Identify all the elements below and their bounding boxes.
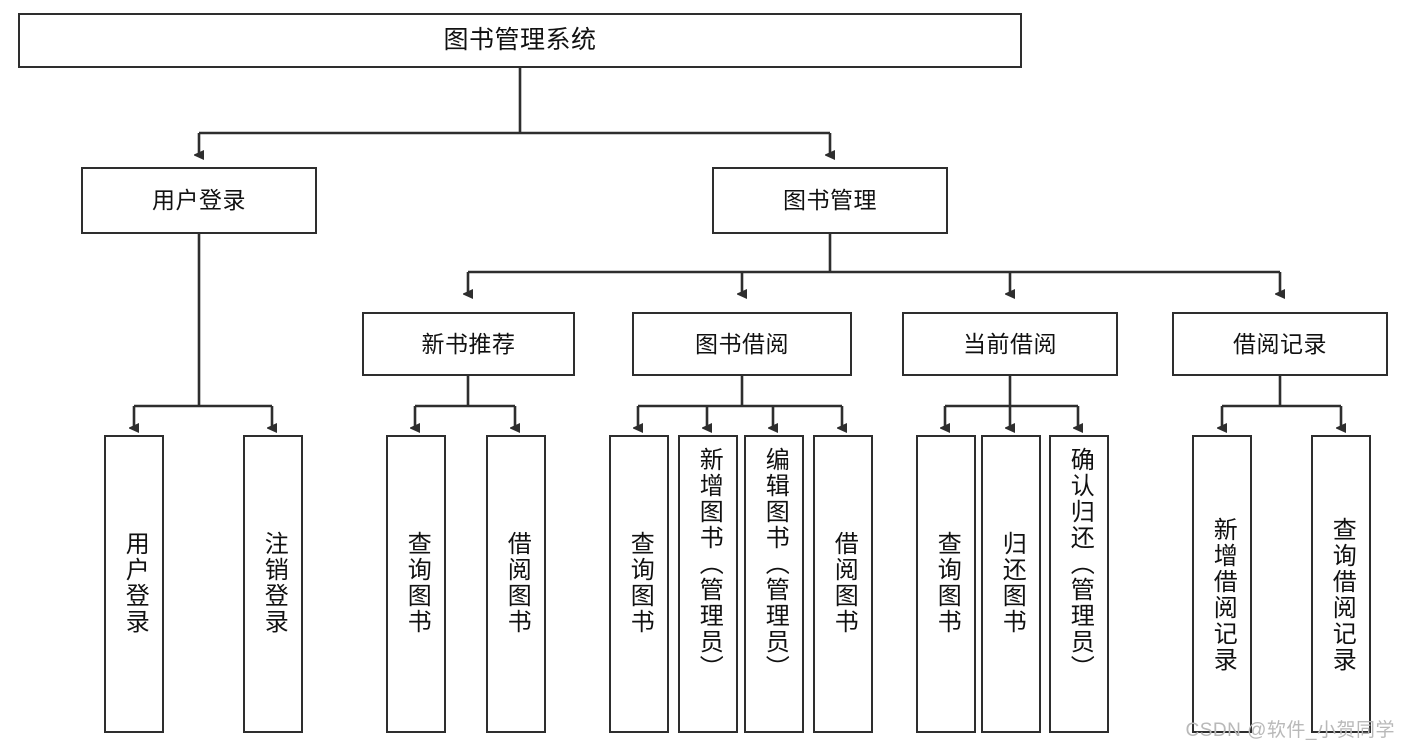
node-book-borrow[interactable]: 图书借阅	[632, 312, 852, 376]
leaf-user-login-login-label: 用户登录	[121, 531, 149, 635]
leaf-user-login-logout[interactable]: 注销登录	[243, 435, 303, 733]
leaf-book-borrow-add-label: 新增图书（管理员）	[695, 447, 723, 681]
node-book-management-label: 图书管理	[783, 187, 877, 214]
leaf-user-login-logout-label: 注销登录	[260, 531, 288, 635]
leaf-new-book-borrow-label: 借阅图书	[503, 531, 531, 635]
leaf-borrow-record-add[interactable]: 新增借阅记录	[1192, 435, 1252, 733]
leaf-current-borrow-return-label: 归还图书	[998, 531, 1026, 635]
leaf-borrow-record-query-label: 查询借阅记录	[1328, 517, 1356, 673]
leaf-new-book-query-label: 查询图书	[403, 531, 431, 635]
leaf-book-borrow-query-label: 查询图书	[626, 531, 654, 635]
leaf-book-borrow-add[interactable]: 新增图书（管理员）	[678, 435, 738, 733]
leaf-book-borrow-edit-label: 编辑图书（管理员）	[761, 447, 789, 681]
leaf-borrow-record-add-label: 新增借阅记录	[1209, 517, 1237, 673]
leaf-current-borrow-confirm[interactable]: 确认归还（管理员）	[1049, 435, 1109, 733]
leaf-book-borrow-borrow-label: 借阅图书	[830, 531, 858, 635]
node-root-label: 图书管理系统	[443, 26, 597, 55]
leaf-current-borrow-confirm-label: 确认归还（管理员）	[1066, 447, 1094, 681]
leaf-borrow-record-query[interactable]: 查询借阅记录	[1311, 435, 1371, 733]
node-new-book-recommend-label: 新书推荐	[421, 330, 516, 357]
leaf-book-borrow-edit[interactable]: 编辑图书（管理员）	[744, 435, 804, 733]
leaf-current-borrow-return[interactable]: 归还图书	[981, 435, 1041, 733]
leaf-new-book-query[interactable]: 查询图书	[386, 435, 446, 733]
node-user-login-label: 用户登录	[152, 187, 246, 214]
node-new-book-recommend[interactable]: 新书推荐	[362, 312, 575, 376]
leaf-book-borrow-query[interactable]: 查询图书	[609, 435, 669, 733]
node-user-login[interactable]: 用户登录	[81, 167, 317, 234]
leaf-new-book-borrow[interactable]: 借阅图书	[486, 435, 546, 733]
node-borrow-record[interactable]: 借阅记录	[1172, 312, 1388, 376]
node-book-management[interactable]: 图书管理	[712, 167, 948, 234]
node-current-borrow[interactable]: 当前借阅	[902, 312, 1118, 376]
leaf-book-borrow-borrow[interactable]: 借阅图书	[813, 435, 873, 733]
leaf-current-borrow-query[interactable]: 查询图书	[916, 435, 976, 733]
leaf-user-login-login[interactable]: 用户登录	[104, 435, 164, 733]
csdn-watermark: CSDN @软件_小贺同学	[1185, 720, 1395, 741]
leaf-current-borrow-query-label: 查询图书	[933, 531, 961, 635]
node-book-borrow-label: 图书借阅	[695, 330, 789, 357]
node-borrow-record-label: 借阅记录	[1233, 330, 1327, 357]
node-current-borrow-label: 当前借阅	[963, 330, 1057, 357]
node-root[interactable]: 图书管理系统	[18, 13, 1022, 68]
